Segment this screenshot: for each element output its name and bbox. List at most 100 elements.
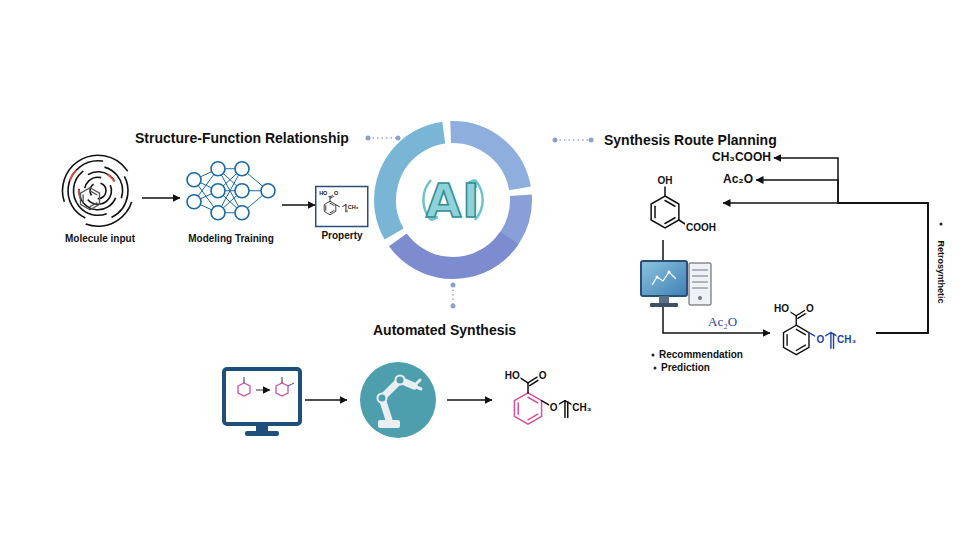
bond-line — [517, 403, 519, 414]
ai-logo-text: AI — [426, 174, 481, 228]
monitor-icon — [256, 390, 270, 391]
fingerprint-arc — [64, 157, 132, 225]
bond-line — [330, 210, 334, 212]
property-box — [316, 187, 368, 227]
aspirin-structure — [514, 377, 573, 424]
section-heading: Structure-Function Relationship — [135, 130, 349, 146]
bond-line — [796, 345, 805, 350]
connector-arrow — [142, 197, 180, 199]
dotted-leader — [553, 138, 558, 143]
atom-label: O — [333, 190, 339, 196]
aspirin-structure: HOOOCH₃ — [770, 300, 876, 364]
fingerprint-arc — [60, 152, 137, 229]
bullet-text: Prediction — [661, 362, 710, 373]
ai-ring: AI — [373, 120, 533, 280]
bond-line — [786, 335, 787, 346]
salicylic-acid-structure: OH COOH — [640, 170, 722, 240]
computer-icon — [692, 276, 708, 277]
fingerprint-arc — [64, 156, 133, 225]
monitor-icon — [245, 431, 279, 436]
flow-arrow — [447, 399, 492, 401]
monitor-icon — [282, 377, 283, 383]
fingerprint-arc — [58, 152, 142, 240]
fingerprint-arc — [90, 183, 106, 199]
bullet-dot — [652, 354, 655, 357]
ring-segment — [373, 120, 533, 280]
fingerprint-input: Molecule input — [58, 152, 142, 246]
flow-arrow — [305, 399, 347, 401]
computer-icon — [650, 303, 678, 307]
dotted-leader — [589, 138, 594, 143]
atom-label: O — [538, 369, 548, 380]
computer-icon — [692, 270, 708, 271]
bond-line — [664, 187, 666, 196]
atom-label: O — [816, 333, 826, 344]
atom-label: Property — [320, 230, 363, 241]
benzene-ring — [324, 201, 336, 214]
bond-line — [528, 397, 538, 403]
dotted-leader — [451, 304, 456, 309]
atom-label: OH — [657, 175, 674, 186]
computer-icon — [692, 288, 708, 289]
computer-icon — [652, 272, 676, 285]
bond-line — [325, 206, 326, 211]
reagent-label: CH₃COOH — [712, 150, 771, 164]
bond-line — [330, 203, 334, 205]
connector-arrow — [282, 204, 315, 206]
bond-line — [90, 203, 97, 207]
bond-line — [654, 206, 656, 218]
bond-line — [342, 205, 345, 207]
monitor-icon — [224, 369, 300, 424]
bond-line — [82, 195, 83, 203]
node-label: Modeling Training — [188, 233, 274, 244]
bond-line — [665, 218, 675, 224]
neuron — [187, 173, 201, 187]
computer-icon — [641, 261, 711, 307]
atom-label: COOH — [685, 222, 717, 233]
bond-line — [564, 401, 566, 418]
dotted-leader — [368, 137, 397, 139]
dotted-leader — [366, 136, 371, 141]
node-label: Molecule input — [65, 233, 135, 244]
fingerprint-arc — [72, 165, 124, 217]
bond-line — [530, 380, 539, 386]
reagent-text: Ac₂O — [723, 172, 753, 186]
aspirin-structure — [784, 311, 840, 355]
section-heading: Synthesis Route Planning — [604, 132, 777, 148]
computer-icon — [659, 296, 669, 304]
computer-icon — [698, 296, 702, 300]
dotted-leader — [452, 285, 454, 305]
monitor-icon — [256, 424, 268, 432]
atom-label: CH₃ — [836, 333, 857, 344]
bond-line — [665, 200, 675, 206]
atom-label: CH₃ — [571, 402, 592, 413]
bond-line — [331, 196, 335, 198]
robot-arm-icon — [360, 362, 436, 438]
ring-segment — [373, 120, 533, 280]
edge-label: Ac₂O — [708, 314, 737, 330]
dotted-leader — [555, 139, 590, 141]
bond-line — [796, 329, 805, 334]
connector-arrow — [774, 158, 928, 333]
atom-label: HO — [318, 190, 328, 196]
benzene-ring — [651, 196, 679, 228]
bullet-text: Recommendation — [659, 349, 743, 360]
neural-network-drawing — [180, 150, 282, 246]
section-heading: Automated Synthesis — [373, 322, 516, 338]
neuron — [211, 206, 225, 220]
computer-icon — [692, 282, 708, 283]
robot-arm-icon — [414, 380, 421, 389]
neural-network: Modeling Training — [180, 150, 282, 246]
robot-arm-icon — [360, 362, 436, 438]
neuron — [235, 162, 249, 176]
connector-arrow — [723, 203, 928, 333]
aspirin-product: HOOOCH₃ — [500, 366, 612, 436]
robot-arm-icon — [396, 376, 405, 385]
monitor-icon — [224, 369, 300, 436]
bond-line — [833, 334, 834, 349]
monitor-icon — [288, 383, 294, 386]
bond-line — [527, 383, 529, 393]
bond-line — [798, 313, 806, 318]
